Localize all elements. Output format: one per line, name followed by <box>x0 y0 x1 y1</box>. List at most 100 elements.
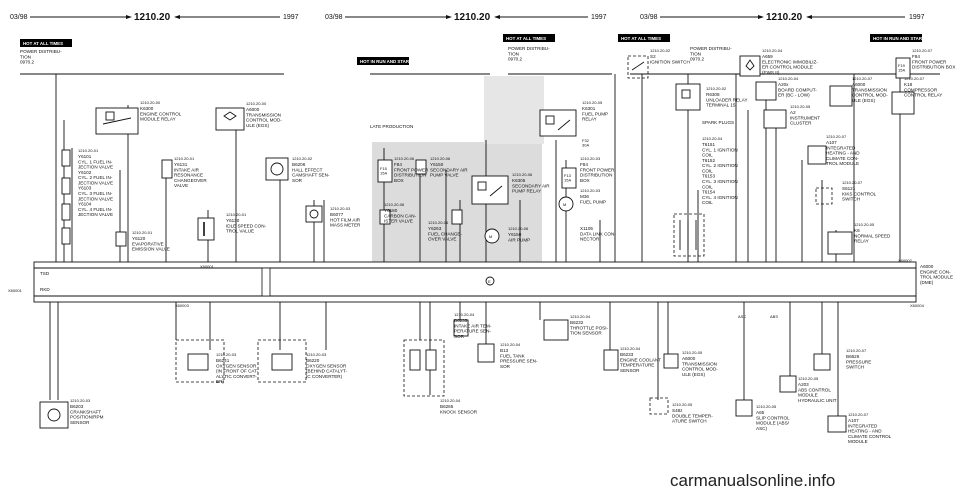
component-ref: 1210.20-07 <box>852 76 873 81</box>
idle-speed-valve <box>197 217 215 241</box>
component-ref: 1210.20-06 <box>428 220 449 225</box>
component-ref: 1210.20-04 <box>440 398 461 403</box>
fuel-injectors <box>61 149 71 245</box>
svg-text:HOT AT ALL TIMES: HOT AT ALL TIMES <box>23 41 63 46</box>
component-ref: 1210.20-06 <box>430 156 451 161</box>
knock-sensor <box>403 339 445 397</box>
component-ref: 1210.20-03 <box>580 188 601 193</box>
evap-valve <box>115 231 127 247</box>
ihka-module-top <box>807 145 827 165</box>
camshaft-sensor <box>265 157 289 181</box>
watermark: carmanualsonline.info <box>670 471 835 490</box>
oxygen-sensor-front <box>175 339 225 383</box>
ignition-coils <box>673 213 705 257</box>
component-ref: 1210.20-02 <box>650 48 671 53</box>
secondary-air-relay <box>471 175 509 205</box>
component-ref: 1210.20-05 <box>756 404 777 409</box>
component-ref: 1210.20-04 <box>500 342 521 347</box>
slip-control-module <box>735 399 753 417</box>
svg-text:HOT AT ALL TIMES: HOT AT ALL TIMES <box>621 36 661 41</box>
component-ref: 1210.20-01 <box>226 212 247 217</box>
svg-text:HOT IN RUN AND START: HOT IN RUN AND START <box>873 36 925 41</box>
component-ref: 1210.20-00 <box>246 101 267 106</box>
page-header-1: 03/98 1210.20 1997 <box>10 12 299 23</box>
svg-text:E: E <box>488 279 491 284</box>
double-temp-switch <box>649 397 669 415</box>
page-3-code: 1210.20 <box>766 12 803 23</box>
page-2-code: 1210.20 <box>454 12 491 23</box>
throttle-position-sensor <box>543 319 569 341</box>
tcm-right-top <box>829 85 853 107</box>
component-ref: 1210.20-01 <box>132 230 153 235</box>
page-2-date: 03/98 <box>325 14 343 21</box>
abs-hydraulic-unit <box>779 375 797 393</box>
pressure-switch <box>813 353 831 371</box>
engine-control-relay <box>95 107 139 135</box>
hot-tag-2: HOT IN RUN AND START <box>357 57 412 65</box>
page-header-2: 03/98 1210.20 1997 <box>325 12 607 23</box>
component-ref: 1210.20-04 <box>570 314 591 319</box>
hot-tag-3: HOT AT ALL TIMES <box>503 34 555 42</box>
page-2-year: 1997 <box>591 14 607 21</box>
component-ref: 1210.20-05 <box>798 376 819 381</box>
hot-tag-1: HOT AT ALL TIMES <box>20 39 72 47</box>
tcm-top-left <box>215 107 245 131</box>
component-ref: 1210.20-01 <box>174 156 195 161</box>
late-production-label: LATE PRODUCTION <box>370 124 413 129</box>
crankshaft-sensor <box>39 401 69 429</box>
component-ref: 1210.20-02 <box>292 156 313 161</box>
component-ref: 1210.20-04 <box>762 48 783 53</box>
component-ref: 1210.20-07 <box>842 180 863 185</box>
component-text: SPARK PLUGS <box>702 120 734 125</box>
component-ref: 1210.20-07 <box>848 412 869 417</box>
